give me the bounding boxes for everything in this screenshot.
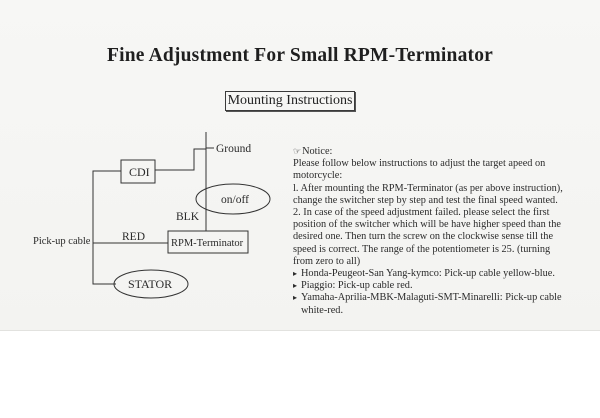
rpm-terminator-box [167, 230, 249, 254]
stator-label: STATOR [128, 277, 172, 291]
red-label: RED [122, 231, 145, 243]
notice-section: ☞Notice: Please follow below instruction… [293, 146, 593, 317]
notice-line: motorcycle: [293, 170, 343, 182]
notice-line: change the switcher step by step and tes… [293, 194, 558, 206]
notice-line: position of the switcher which will be h… [293, 219, 561, 231]
notice-line: Please follow below instructions to adju… [293, 158, 546, 170]
bullet-item: ▸Yamaha-Aprilia-MBK-Malaguti-SMT-Minarel… [293, 292, 562, 304]
bullet-item: ▸Piaggio: Pick-up cable red. [293, 280, 413, 292]
notice-line: from zero to all) [293, 255, 361, 267]
notice-line: desired one. Then turn the screw on the … [293, 231, 554, 243]
cdi-wire [155, 148, 206, 171]
bullet-item: ▸Honda-Peugeot-San Yang-kymco: Pick-up c… [293, 268, 555, 280]
rpm-terminator-label: RPM-Terminator [171, 238, 244, 249]
stator-ellipse [113, 269, 189, 299]
pickup-cable-label: Pick-up cable [33, 236, 91, 247]
section-box-mounting-instructions: Mounting Instructions [225, 91, 355, 111]
ground-label: Ground [216, 143, 251, 155]
notice-line: 2. In case of the speed adjustment faile… [293, 207, 550, 219]
on-off-label: on/off [221, 194, 249, 206]
blk-label: BLK [176, 211, 200, 223]
notice-line: l. After mounting the RPM-Terminator (as… [293, 182, 563, 194]
page-title: Fine Adjustment For Small RPM-Terminator [106, 45, 494, 66]
pickup-main-wire [92, 170, 121, 285]
notice-line: speed is correct. The range of the poten… [293, 243, 551, 255]
on-off-switch [195, 183, 271, 215]
wiring-diagram: Ground CDI on/off BLK Pick-up cable RED … [33, 132, 271, 299]
bullet-arrow-icon: ▸ [293, 281, 298, 291]
bullet-arrow-icon: ▸ [293, 293, 298, 303]
bullet-continuation: white-red. [301, 304, 344, 316]
notice-heading-row: ☞Notice: [293, 146, 593, 158]
bullet-arrow-icon: ▸ [293, 269, 298, 279]
notice-heading: Notice: [302, 146, 333, 157]
pointing-hand-icon: ☞ [293, 147, 302, 157]
cdi-label: CDI [129, 165, 150, 179]
document-sheet: Fine Adjustment For Small RPM-Terminator… [0, 0, 600, 331]
